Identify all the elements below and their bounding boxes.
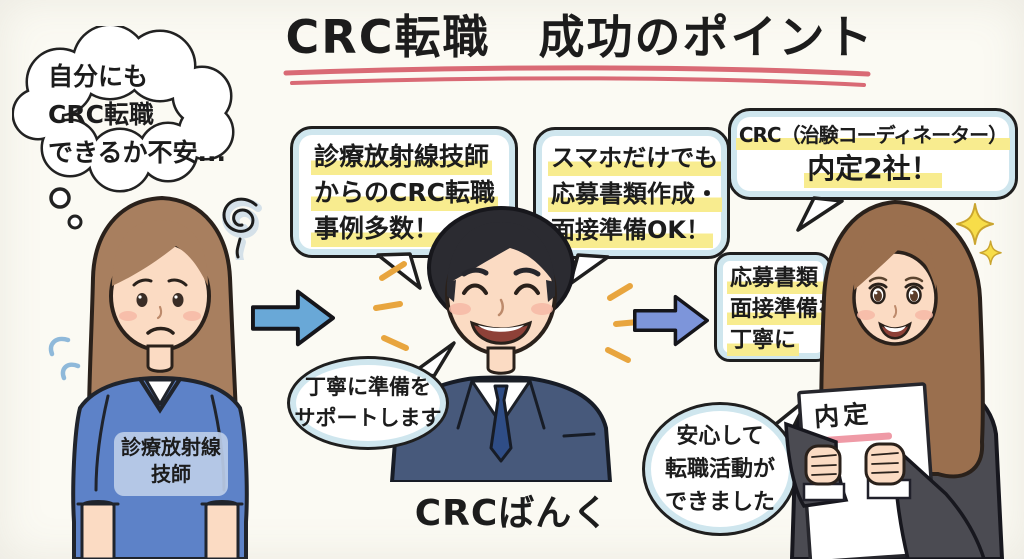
bubble-line: からのCRC転職 bbox=[311, 175, 498, 211]
speech-bubble-support: 丁寧に準備を サポートします bbox=[287, 356, 449, 450]
offer-document-label: 内定 bbox=[813, 399, 874, 433]
stress-squiggle-icon bbox=[221, 197, 262, 260]
arms bbox=[76, 500, 244, 559]
bubble-line: 安心して bbox=[676, 423, 764, 449]
hands bbox=[804, 442, 906, 486]
speech-bubble-offer: CRC（治験コーディネーター） 内定2社！ bbox=[728, 108, 1018, 200]
bubble-line: 丁寧に bbox=[727, 325, 800, 356]
speech-bubble-relief: 安心して 転職活動が できました bbox=[642, 402, 798, 536]
bubble-line: サポートします bbox=[294, 406, 442, 430]
bubble-line: できました bbox=[664, 489, 775, 515]
agent-name-label: CRCばんく bbox=[414, 493, 610, 534]
frown-mouth bbox=[146, 326, 175, 335]
flow-arrow-left bbox=[251, 289, 335, 347]
shirt-label-line: 診療放射線 bbox=[121, 435, 221, 459]
eyebrows bbox=[868, 276, 924, 283]
bangs bbox=[112, 220, 208, 286]
worried-eyebrows bbox=[132, 278, 188, 287]
radiology-technologist-illustration bbox=[71, 195, 249, 559]
thought-line: CRC転職 bbox=[48, 100, 154, 129]
lapels bbox=[456, 379, 596, 438]
eyebrows bbox=[461, 267, 541, 277]
eyes bbox=[868, 282, 924, 305]
shirt-label-patch bbox=[114, 432, 228, 496]
speech-bubble-tail bbox=[376, 252, 422, 290]
thought-line: 自分にも bbox=[48, 62, 149, 91]
callout-box-preparation: 応募書類・ 面接準備を 丁寧に bbox=[714, 252, 844, 362]
speech-bubble-smartphone: スマホだけでも 応募書類作成・ 面接準備OK！ bbox=[533, 127, 730, 259]
bubble-line: 内定2社！ bbox=[804, 150, 942, 188]
happy-closed-eyes bbox=[462, 283, 540, 295]
shirt-label-line: 技師 bbox=[151, 462, 191, 486]
speech-bubble-tail bbox=[796, 196, 844, 232]
necktie bbox=[489, 384, 513, 463]
bubble-line: 転職活動が bbox=[664, 456, 775, 482]
v-neck bbox=[138, 377, 182, 414]
cuff bbox=[802, 482, 846, 502]
thought-bubble-text: 自分にも CRC転職 できるか不安... bbox=[48, 58, 226, 172]
sweat-drops-icon bbox=[48, 336, 81, 381]
thought-line: できるか不安... bbox=[48, 138, 226, 167]
bubble-line: 診療放射線技師 bbox=[311, 139, 493, 175]
thought-bubble bbox=[12, 26, 235, 230]
bubble-line: スマホだけでも bbox=[548, 140, 722, 176]
bubble-line: 応募書類作成・ bbox=[548, 176, 722, 212]
page-title: CRC転職 成功のポイント bbox=[285, 10, 875, 64]
thought-trail-dot bbox=[49, 187, 71, 209]
job-seeker-illustration bbox=[784, 199, 1004, 559]
thought-cloud-fill bbox=[14, 26, 232, 190]
title-underline bbox=[283, 65, 871, 87]
bubble-line: 丁寧に準備を bbox=[305, 375, 431, 399]
neck bbox=[486, 346, 516, 375]
neck bbox=[146, 344, 174, 373]
bubble-line: 面接準備OK！ bbox=[548, 212, 713, 248]
thought-trail-dot bbox=[67, 214, 83, 230]
sparkles-icon bbox=[956, 203, 1002, 266]
bangs bbox=[854, 224, 936, 290]
bubble-line: 事例多数！ bbox=[311, 211, 443, 247]
flow-arrow-right bbox=[633, 294, 709, 347]
shirt-label: 診療放射線 技師 bbox=[114, 434, 228, 488]
bubble-line: CRC（治験コーディネーター） bbox=[735, 120, 1011, 150]
